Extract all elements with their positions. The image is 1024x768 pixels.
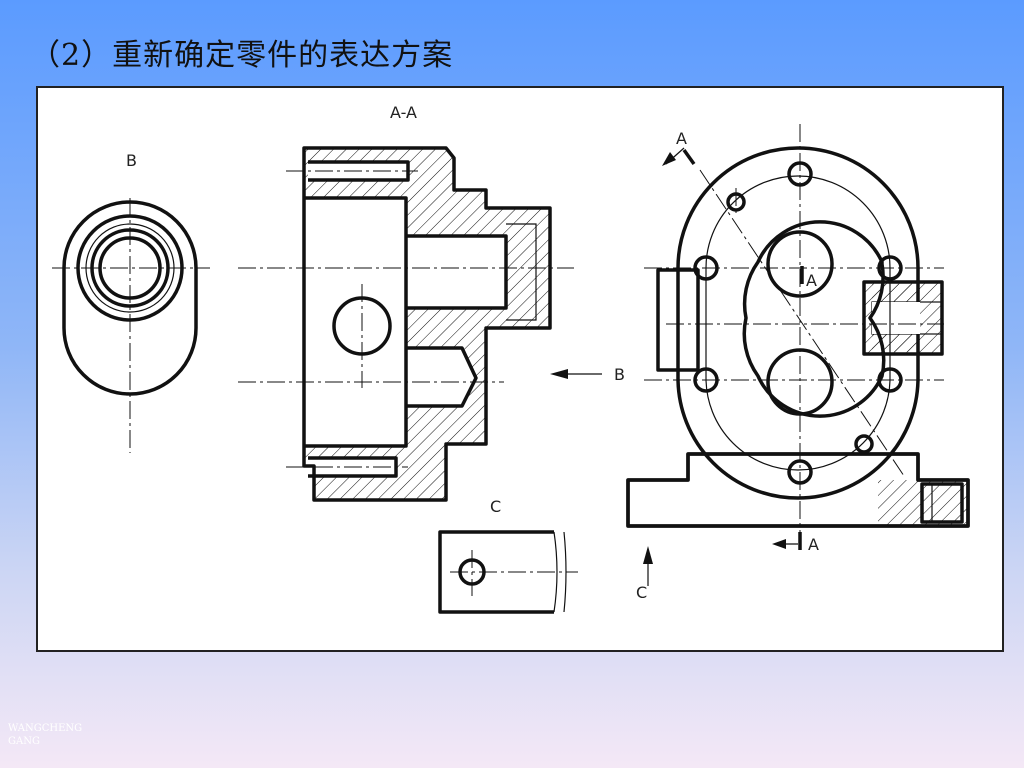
cutting-plane-a: A A A — [662, 129, 819, 554]
section-drill-outline — [406, 346, 478, 408]
section-outline — [302, 146, 552, 502]
main-view — [626, 124, 970, 532]
view-c-break-line-2 — [563, 531, 567, 613]
main-view-bolt-path — [705, 175, 891, 471]
main-view-foot-slot — [920, 482, 964, 524]
main-view-upper-bore — [766, 230, 834, 298]
section-a-a: A-A — [238, 103, 574, 502]
arrow-b-label: B — [614, 365, 625, 384]
main-view-centerline-diag — [699, 169, 905, 477]
main-view-housing — [676, 146, 920, 500]
view-c-label: C — [490, 497, 501, 516]
watermark: WANGCHENGGANG — [8, 723, 83, 747]
slide-title: （2）重新确定零件的表达方案 — [30, 38, 454, 73]
section-bore-outline — [406, 234, 508, 310]
cut-a-bottom-label: A — [808, 535, 819, 554]
section-a-a-label: A-A — [390, 103, 417, 122]
cut-a-top-stroke — [682, 148, 696, 166]
pin-hole-lower — [854, 434, 874, 454]
section-bore — [406, 236, 506, 308]
view-c: C — [438, 497, 578, 614]
arrow-b-head — [550, 369, 568, 379]
engineering-drawing: B A-A B — [52, 103, 970, 614]
arrow-c-label: C — [636, 583, 647, 602]
view-b: B — [52, 151, 210, 453]
cut-a-top-label: A — [676, 129, 687, 148]
main-view-port-gap — [872, 302, 920, 334]
section-counterbore — [506, 223, 537, 321]
view-c-break-line — [553, 531, 558, 613]
section-drill-hole — [406, 348, 476, 406]
arrow-c-head — [643, 546, 653, 564]
main-view-base-outline — [626, 452, 970, 528]
main-view-gear-cavity — [742, 220, 886, 418]
arrow-b: B — [550, 365, 625, 384]
view-b-outline — [62, 200, 198, 396]
cut-a-top-arrow-head — [662, 152, 676, 166]
drawing-frame: B A-A B — [36, 86, 1004, 652]
cut-a-bottom-arrow-head — [772, 539, 786, 549]
view-c-outline — [438, 530, 554, 614]
cut-a-mid-label: A — [806, 271, 817, 290]
section-cavity-outline — [304, 196, 408, 448]
view-b-label: B — [126, 151, 137, 170]
arrow-c: C — [636, 546, 653, 602]
